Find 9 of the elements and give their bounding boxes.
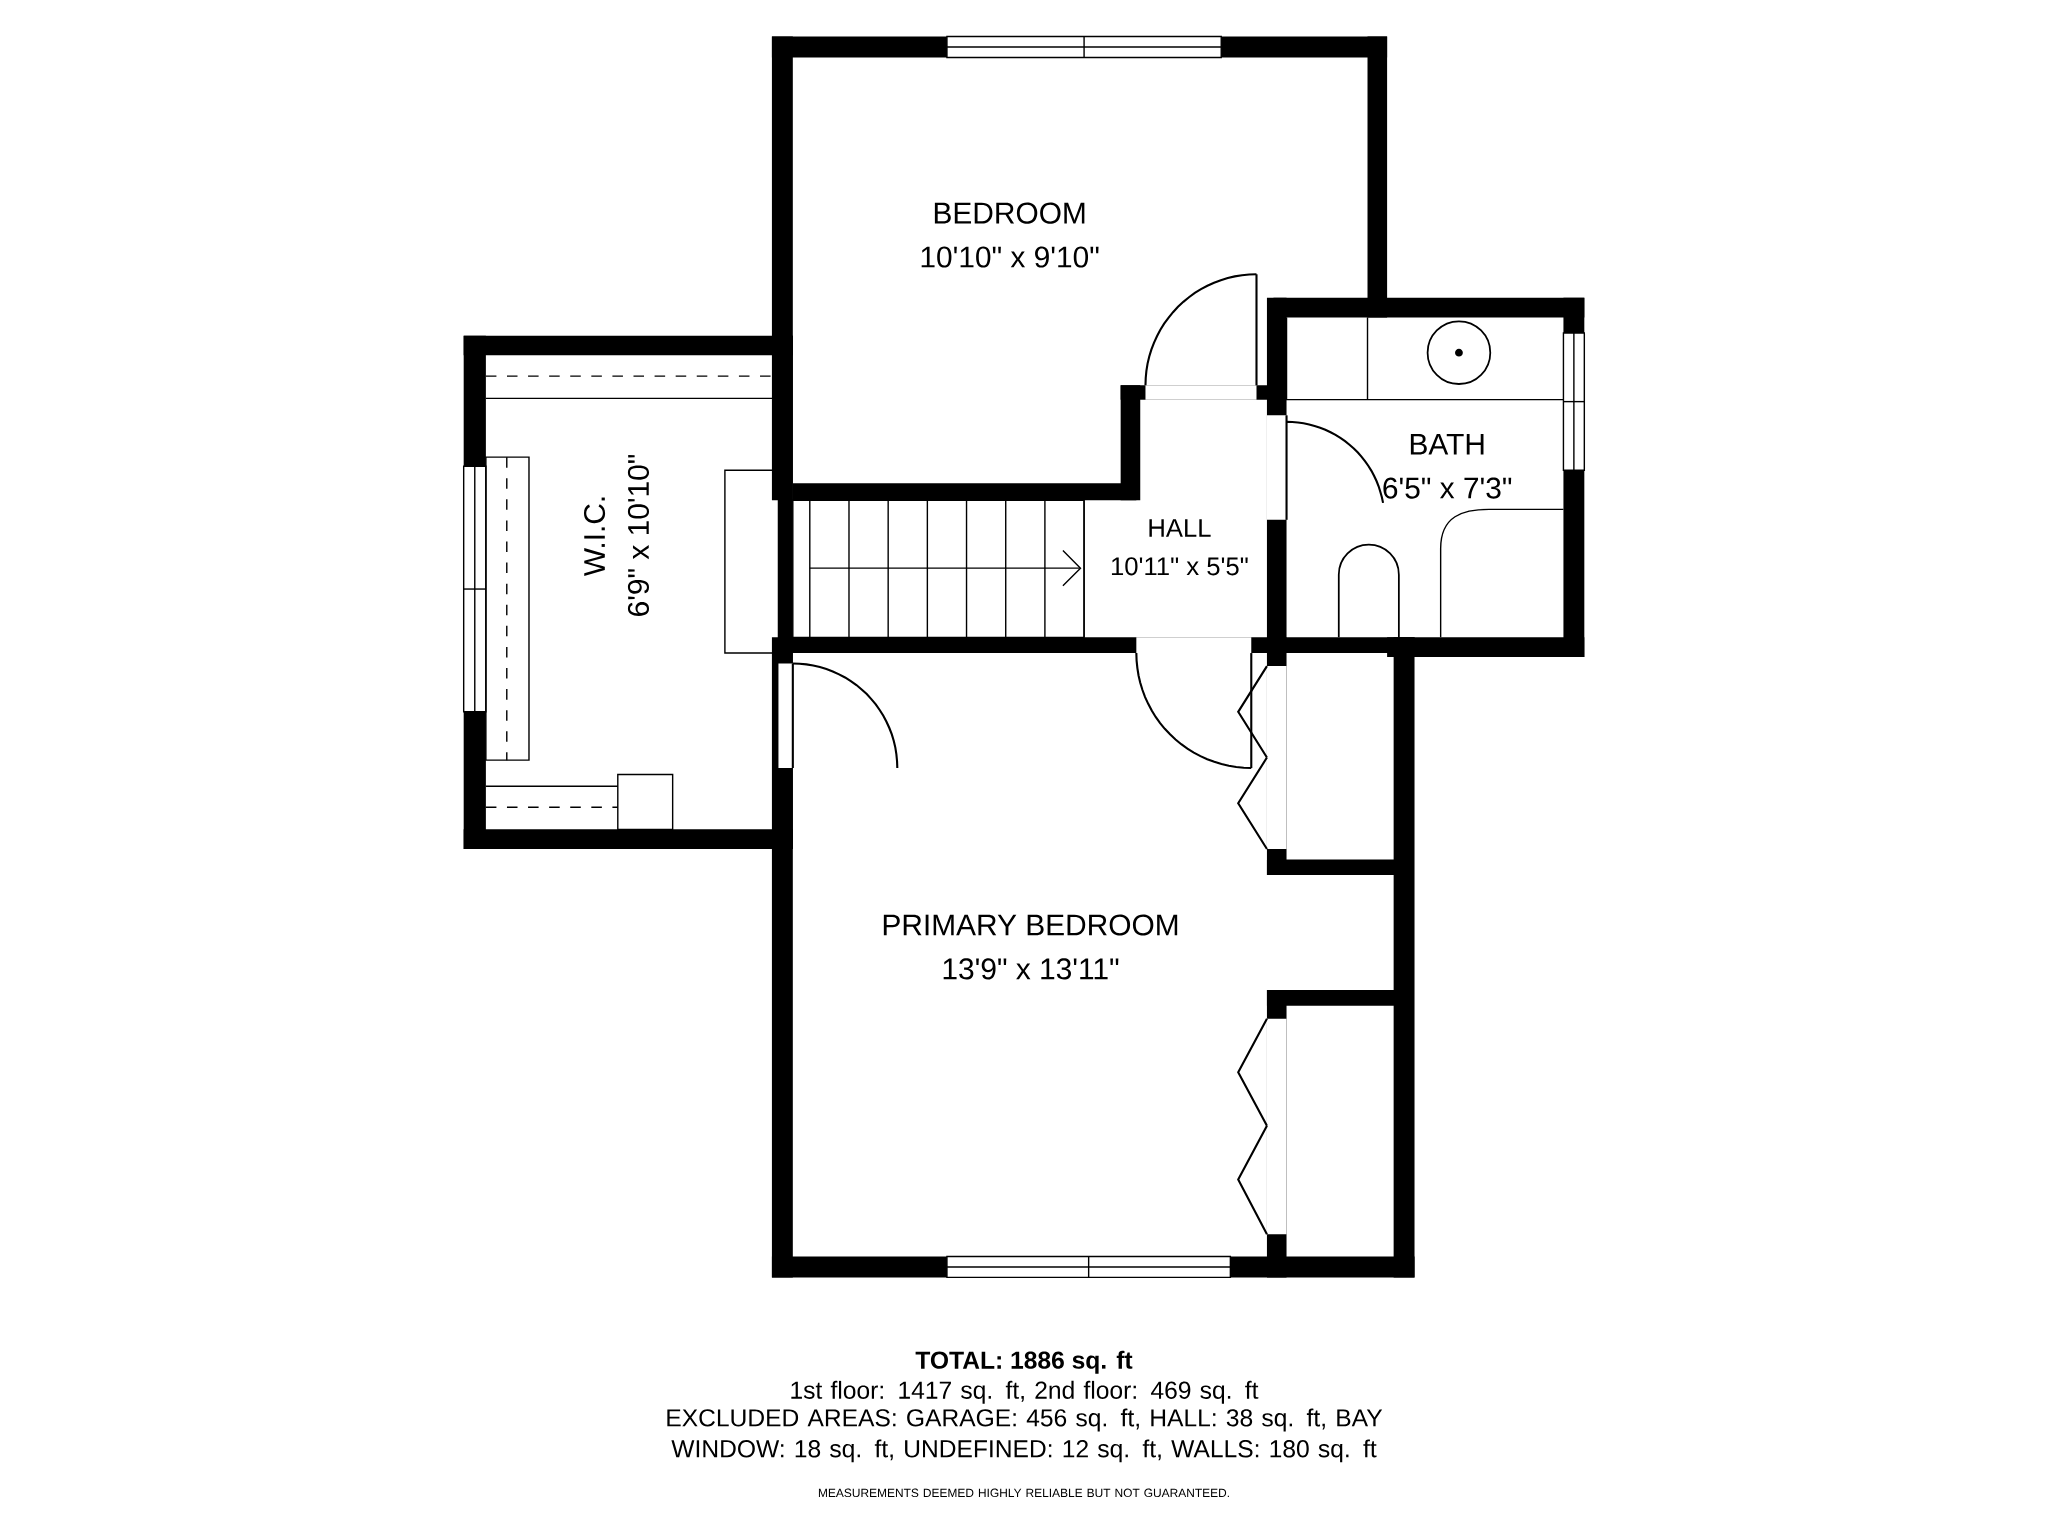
room-label: PRIMARY BEDROOM 13'9" x 13'11"	[883, 914, 1178, 980]
room-label: BEDROOM 10'10" x 9'10"	[921, 202, 1099, 268]
room-label: W.I.C. 6'9" x 10'10"	[584, 454, 649, 616]
excluded-areas-text: EXCLUDED AREAS: GARAGE: 456 sq. ft, HALL: 38 sq. ft, BAY WINDOW: 18 sq. ft, UNDEFINED: 12 sq. ft, WALLS: 180 sq. ft	[667, 1408, 1383, 1463]
room-label: HALL 10'11" x 5'5"	[1111, 519, 1248, 576]
total-area-text: TOTAL: 1886 sq. ft	[915, 1350, 1133, 1374]
room-label: BATH 6'5" x 7'3"	[1383, 433, 1512, 499]
disclaimer-text: MEASUREMENTS DEEMED HIGHLY RELIABLE BUT NOT GUARANTEED.	[818, 1488, 1229, 1498]
floor-area-text: 1st floor: 1417 sq. ft, 2nd floor: 469 sq. ft	[791, 1380, 1259, 1404]
